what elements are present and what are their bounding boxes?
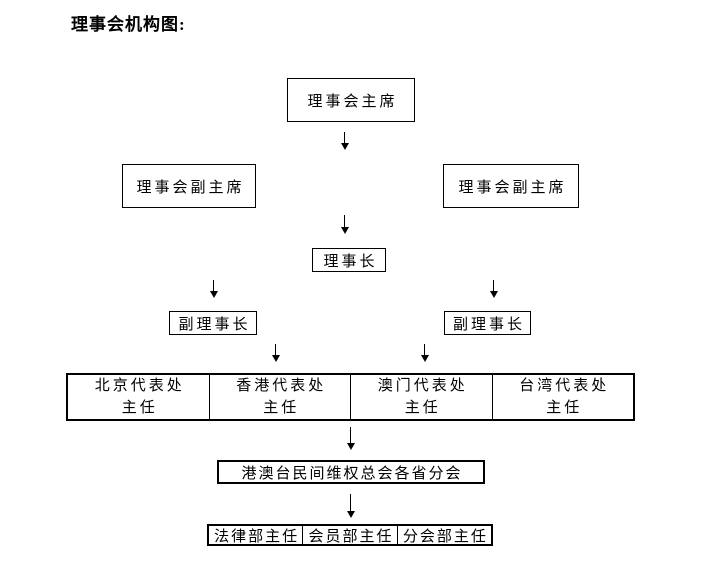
box-rep-office-macau: 澳门代表处 主任 — [350, 375, 492, 419]
arrow-head — [340, 227, 349, 234]
arrow-head — [346, 443, 355, 450]
arrow-down-icon — [271, 344, 280, 362]
rep-office-role: 主任 — [121, 400, 158, 416]
arrow-down-icon — [346, 494, 355, 518]
rep-office-role: 主任 — [263, 400, 300, 416]
arrow-shaft — [350, 427, 351, 443]
representative-offices-row: 北京代表处 主任 香港代表处 主任 澳门代表处 主任 台湾代表处 主任 — [66, 373, 635, 421]
rep-office-name: 澳门代表处 — [377, 378, 468, 394]
rep-office-role: 主任 — [546, 400, 583, 416]
box-deputy-director-right: 副理事长 — [444, 311, 531, 335]
arrow-shaft — [213, 280, 214, 291]
box-deputy-director-left: 副理事长 — [169, 311, 257, 335]
arrow-head — [346, 511, 355, 518]
departments-row: 法律部主任 会员部主任 分会部主任 — [207, 524, 493, 546]
box-council-vice-chairman-right: 理事会副主席 — [443, 164, 579, 208]
box-director-general: 理事长 — [312, 248, 386, 272]
box-council-vice-chairman-left: 理事会副主席 — [122, 164, 256, 208]
arrow-shaft — [344, 132, 345, 143]
box-provincial-branches: 港澳台民间维权总会各省分会 — [217, 460, 485, 484]
box-council-chairman: 理事会主席 — [287, 78, 415, 122]
rep-office-name: 台湾代表处 — [519, 378, 610, 394]
page-title: 理事会机构图: — [71, 15, 186, 34]
arrow-down-icon — [489, 280, 498, 298]
box-dept-membership: 会员部主任 — [302, 526, 396, 545]
arrow-head — [420, 355, 429, 362]
arrow-head — [209, 291, 218, 298]
arrow-head — [489, 291, 498, 298]
arrow-shaft — [275, 344, 276, 355]
arrow-shaft — [424, 344, 425, 355]
rep-office-name: 香港代表处 — [236, 378, 327, 394]
rep-office-name: 北京代表处 — [94, 378, 185, 394]
arrow-shaft — [350, 494, 351, 511]
arrow-shaft — [493, 280, 494, 291]
arrow-head — [271, 355, 280, 362]
arrow-head — [340, 143, 349, 150]
arrow-down-icon — [346, 427, 355, 450]
arrow-down-icon — [420, 344, 429, 362]
box-rep-office-taiwan: 台湾代表处 主任 — [491, 375, 634, 419]
arrow-down-icon — [340, 215, 349, 234]
arrow-shaft — [344, 215, 345, 227]
box-dept-legal: 法律部主任 — [214, 528, 300, 545]
box-dept-branch: 分会部主任 — [396, 526, 491, 545]
box-rep-office-beijing: 北京代表处 主任 — [68, 375, 209, 419]
rep-office-role: 主任 — [404, 400, 441, 416]
arrow-down-icon — [209, 280, 218, 298]
arrow-down-icon — [340, 132, 349, 150]
box-rep-office-hongkong: 香港代表处 主任 — [208, 375, 351, 419]
